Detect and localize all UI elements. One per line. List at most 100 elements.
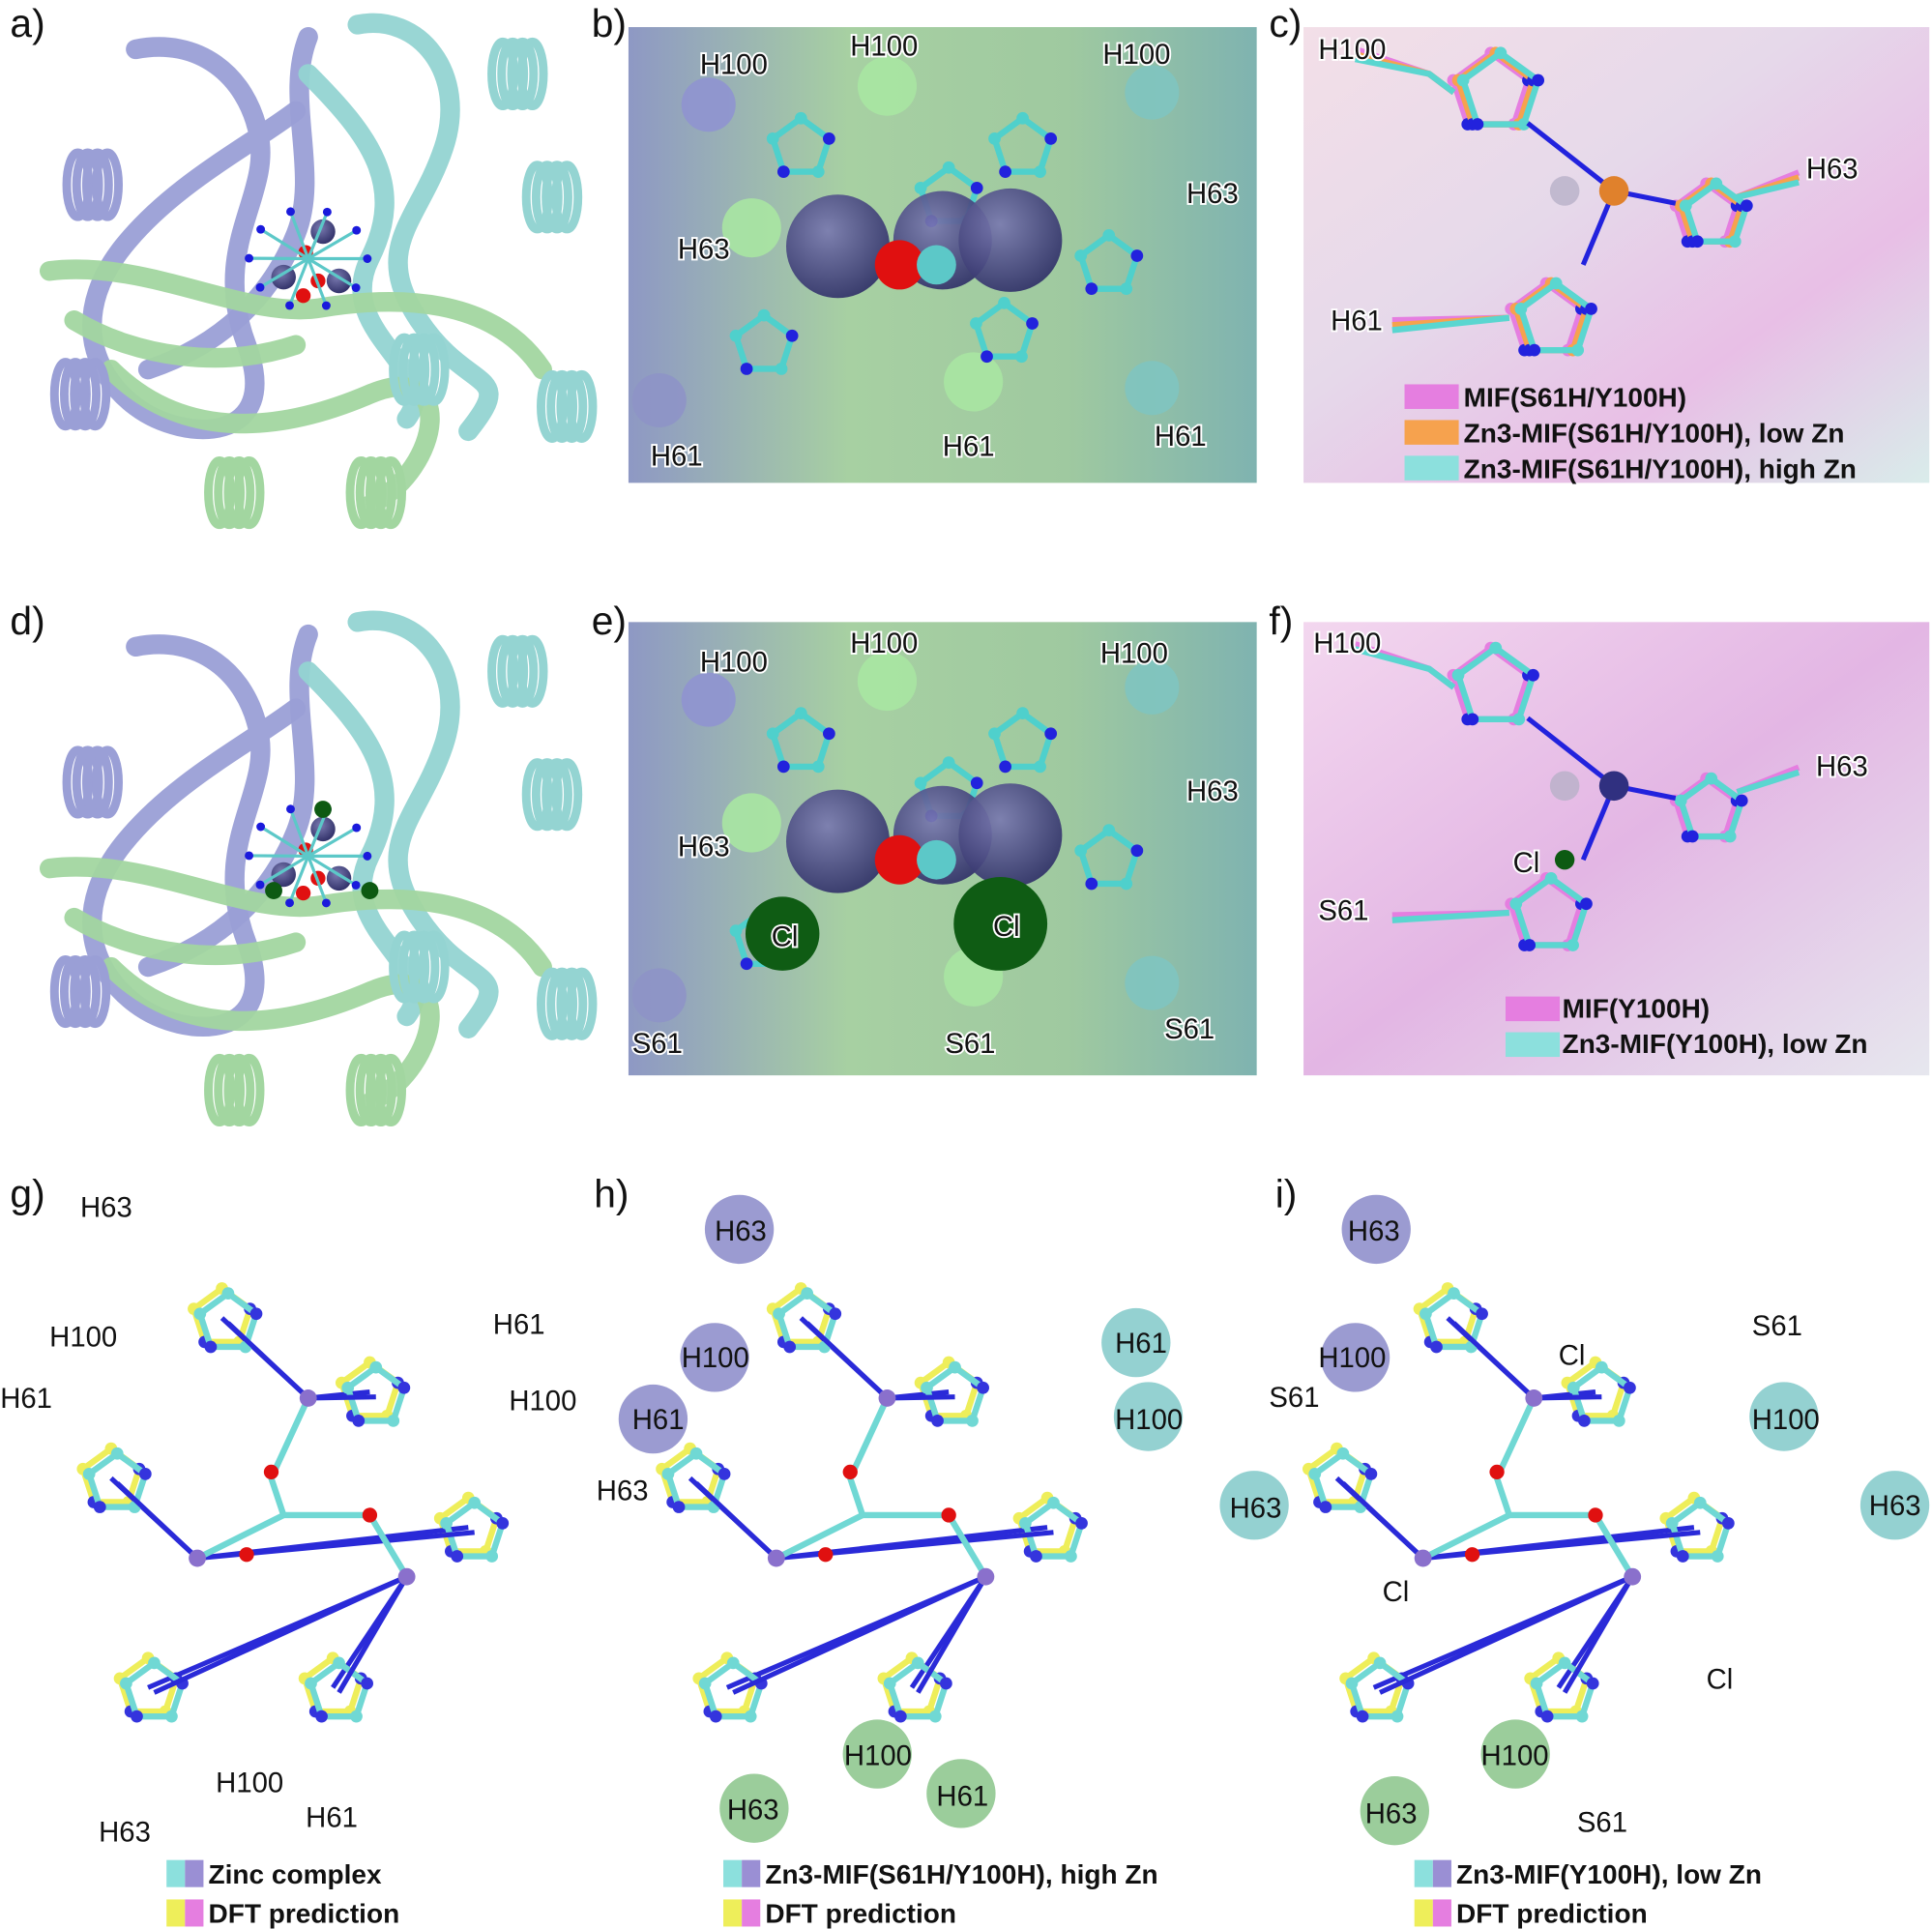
residue-label: H63 [1816, 751, 1868, 783]
ribbon-strand [347, 610, 499, 1038]
superposition-structure [1354, 641, 1800, 951]
alpha-helix [92, 148, 123, 221]
residue-label: H63 [715, 1215, 767, 1247]
residue-label: H100 [1100, 637, 1168, 669]
histidine-bond [259, 825, 309, 858]
ring-atom [148, 1656, 161, 1670]
ring-atom [689, 1447, 703, 1460]
coordination-bond [226, 1321, 310, 1400]
residue-label: H61 [1155, 421, 1207, 453]
ring-atom [1345, 1677, 1359, 1690]
ring-atom [1044, 132, 1058, 145]
nitrogen-atom [256, 224, 266, 234]
calpha-sphere [926, 1759, 996, 1828]
legend-label: Zn3-MIF(S61H/Y100H), high Zn [1464, 453, 1857, 483]
imidazole-ring [1677, 775, 1745, 840]
coordination-bond [1562, 1575, 1635, 1694]
alpha-helix [418, 333, 450, 406]
alpha-helix [223, 455, 255, 530]
calpha-sphere [680, 1323, 749, 1392]
histidine-bond [259, 257, 309, 289]
ring-atom [110, 1447, 124, 1460]
carboxylate-bridge [1421, 1396, 1537, 1562]
ring-atom [1585, 303, 1597, 315]
structure-background [1303, 27, 1930, 483]
ring-atom [1665, 1516, 1679, 1530]
residue-label: H63 [1230, 1493, 1282, 1525]
ring-atom [1676, 1550, 1689, 1563]
ring-atom [775, 363, 788, 375]
ring-atom [998, 297, 1010, 309]
residue-label: H61 [1115, 1328, 1167, 1359]
ring-atom [1430, 1340, 1443, 1354]
residue-label: H61 [651, 441, 703, 473]
residue-label: S61 [1269, 1382, 1319, 1414]
panel-letter: h) [594, 1171, 629, 1215]
ring-atom [1451, 668, 1465, 682]
legend-swatch [723, 1899, 743, 1927]
ribbon-strand [101, 359, 440, 515]
residue-label: H100 [509, 1386, 576, 1418]
residue-label: H63 [678, 234, 730, 266]
ring-atom [794, 707, 807, 719]
carbon-atom [917, 245, 956, 285]
calpha-sphere [681, 77, 736, 132]
ring-atom [1364, 1468, 1378, 1480]
ring-atom [352, 1415, 366, 1427]
histidine-bond [289, 211, 310, 260]
alpha-helix [516, 634, 548, 708]
residue-label: H100 [1481, 1740, 1549, 1772]
coordination-bond [307, 1394, 376, 1401]
legend-label: Zn3-MIF(S61H/Y100H), low Zn [1464, 418, 1845, 448]
zinc-site-structure [631, 56, 1180, 428]
ring-atom [988, 727, 1001, 741]
histidine-bond [288, 855, 310, 904]
residue-label: S61 [1577, 1806, 1627, 1838]
ring-atom [387, 1415, 400, 1427]
ring-atom [970, 317, 982, 330]
legend-label: Zn3-MIF(Y100H), low Zn [1456, 1859, 1762, 1889]
side-chain [1736, 179, 1800, 200]
ring-atom [773, 1307, 785, 1321]
zinc-atom [1525, 1389, 1543, 1407]
ring-atom [1690, 235, 1704, 248]
ring-atom [1034, 760, 1046, 774]
calpha-sphere [704, 1194, 775, 1265]
structure-background [1303, 622, 1930, 1076]
ring-atom [1624, 1381, 1636, 1394]
ring-atom [1373, 1656, 1387, 1670]
ring-atom [1336, 1447, 1350, 1460]
ring-atom [369, 1360, 383, 1374]
ring-atom [766, 727, 779, 741]
legend: MIF(S61H/Y100H) Zn3-MIF(S61H/Y100H), low… [1404, 382, 1857, 483]
ring-atom [740, 363, 753, 375]
coordination-bond [115, 1480, 199, 1561]
residue-label: H61 [936, 1781, 988, 1813]
calpha-sphere [1113, 1382, 1184, 1451]
residue-label: H61 [943, 430, 995, 462]
oxygen-atom [941, 1507, 956, 1523]
ring-atom [1456, 73, 1470, 87]
legend-swatch [1505, 996, 1561, 1022]
residue-label: S61 [1752, 1310, 1802, 1342]
zinc-atom [958, 188, 1063, 292]
alpha-helix [233, 1053, 265, 1127]
ring-atom [1448, 1287, 1460, 1301]
alpha-helix [408, 333, 440, 406]
ring-atom [1566, 939, 1579, 951]
oxygen-atom [295, 288, 311, 304]
ring-atom [928, 1710, 942, 1723]
oxygen-atom [263, 1464, 279, 1480]
panel-a: a) [10, 1, 598, 530]
ring-atom [1074, 844, 1088, 858]
nitrogen-atom [352, 225, 362, 235]
residue-label: H63 [597, 1476, 649, 1507]
ring-atom [1512, 713, 1526, 726]
legend-swatch [1414, 1859, 1433, 1887]
ring-atom [1710, 177, 1723, 190]
ring-atom [193, 1307, 207, 1321]
ribbon-strand [137, 27, 318, 380]
ring-atom [921, 1381, 933, 1394]
ring-atom [914, 182, 927, 194]
ring-atom [999, 165, 1011, 178]
